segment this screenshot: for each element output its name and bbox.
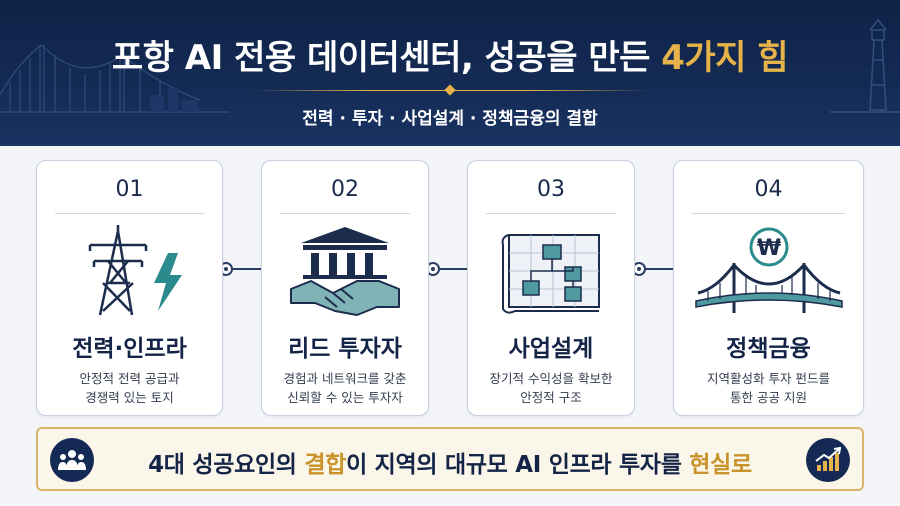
card-divider bbox=[280, 213, 410, 214]
connector-line-2 bbox=[429, 268, 467, 270]
people-group-icon bbox=[50, 438, 94, 482]
factor-card-business-design: 03 사업설계 장기적 수익성을 확보한 안정적 구조 bbox=[467, 160, 635, 416]
power-tower-lightning-icon bbox=[88, 225, 182, 316]
factor-card-policy-finance: 04 ₩ 정책금융 지역활성화 투자 펀드를 bbox=[673, 160, 864, 416]
card-description: 장기적 수익성을 확보한 안정적 구조 bbox=[489, 371, 613, 405]
bank-handshake-icon bbox=[290, 227, 400, 316]
page-subtitle: 전력 · 투자 · 사업설계 · 정책금융의 결합 bbox=[302, 109, 598, 129]
won-bridge-icon: ₩ bbox=[694, 227, 843, 313]
card-divider bbox=[486, 213, 616, 214]
connector-line-1 bbox=[223, 268, 261, 270]
lighthouse-decoration-icon bbox=[830, 18, 900, 113]
svg-text:₩: ₩ bbox=[756, 236, 780, 261]
page-title: 포항 AI 전용 데이터센터, 성공을 만든 4가지 힘 bbox=[0, 30, 900, 79]
card-number: 01 bbox=[115, 177, 144, 202]
card-number: 04 bbox=[754, 177, 783, 202]
card-number: 02 bbox=[331, 177, 359, 202]
factor-card-investor: 02 리드 투자자 경험과 네트워크를 갖춘 신뢰할 수 있는 투자자 bbox=[261, 160, 429, 416]
card-heading: 정책금융 bbox=[726, 336, 811, 362]
bridge-skyline-decoration-icon bbox=[0, 44, 230, 113]
title-accent: 4가지 힘 bbox=[661, 38, 789, 78]
card-description: 안정적 전력 공급과 경쟁력 있는 토지 bbox=[79, 371, 180, 405]
conclusion-text: 4대 성공요인의 결합이 지역의 대규모 AI 인프라 투자를 현실로 bbox=[148, 452, 752, 478]
card-heading: 전력·인프라 bbox=[72, 336, 187, 362]
success-factor-cards: 01 전력·인프라 안정적 전력 공급과 경쟁력 bbox=[0, 146, 900, 426]
growth-chart-icon bbox=[806, 438, 850, 482]
title-divider-diamond bbox=[444, 84, 456, 96]
card-number: 03 bbox=[537, 177, 565, 202]
card-divider bbox=[55, 213, 204, 214]
connector-line-3 bbox=[635, 268, 673, 270]
factor-card-power: 01 전력·인프라 안정적 전력 공급과 경쟁력 bbox=[36, 160, 223, 416]
card-divider bbox=[692, 213, 845, 214]
blueprint-diagram-icon bbox=[501, 234, 600, 314]
conclusion-banner: 4대 성공요인의 결합이 지역의 대규모 AI 인프라 투자를 현실로 bbox=[36, 427, 864, 491]
card-description: 경험과 네트워크를 갖춘 신뢰할 수 있는 투자자 bbox=[283, 371, 407, 405]
title-main: 포항 AI 전용 데이터센터, 성공을 만든 bbox=[111, 38, 662, 78]
card-heading: 리드 투자자 bbox=[288, 336, 402, 362]
card-description: 지역활성화 투자 펀드를 통한 공공 지원 bbox=[707, 371, 830, 405]
header-banner: 포항 AI 전용 데이터센터, 성공을 만든 4가지 힘 전력 · 투자 · 사… bbox=[0, 0, 900, 146]
card-heading: 사업설계 bbox=[508, 336, 594, 362]
